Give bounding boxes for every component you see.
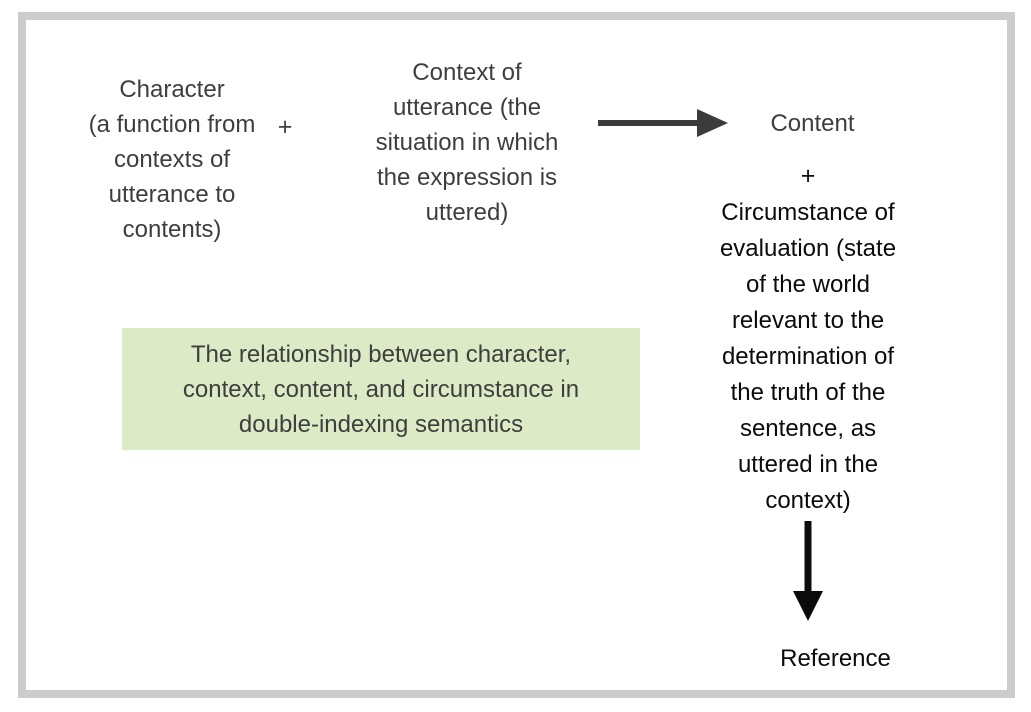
right-arrow-icon (598, 109, 728, 137)
text-line: context) (765, 487, 851, 514)
text-line: contents) (122, 216, 222, 243)
plus-operator-right: + (800, 162, 816, 190)
plus-operator-top: + (277, 113, 293, 141)
text-line: Context of (412, 59, 522, 86)
text-line: utterance (the (392, 94, 542, 121)
character-block: Character (a function from contexts of u… (57, 72, 287, 247)
caption-line: The relationship between character, (190, 340, 572, 368)
text-line: uttered in the (737, 451, 879, 478)
content-label: Content (770, 110, 855, 137)
text-line: relevant to the (731, 307, 885, 334)
circumstance-block: Circumstance of evaluation (state of the… (683, 195, 933, 519)
text-line: of the world (745, 271, 871, 298)
caption-line: context, content, and circumstance in (182, 375, 580, 403)
reference-label: Reference (780, 645, 891, 672)
text-line: Character (119, 76, 225, 103)
text-line: (a function from (88, 111, 256, 138)
text-line: sentence, as (739, 415, 877, 442)
text-line: situation in which (375, 129, 559, 156)
context-block: Context of utterance (the situation in w… (352, 55, 582, 230)
text-line: contexts of (113, 146, 231, 173)
text-line: uttered) (425, 199, 509, 226)
caption-line: double-indexing semantics (238, 410, 524, 438)
text-line: the expression is (376, 164, 558, 191)
text-line: utterance to (108, 181, 236, 208)
text-line: the truth of the (730, 379, 886, 406)
caption-box: The relationship between character, cont… (122, 328, 640, 450)
text-line: determination of (721, 343, 895, 370)
text-line: evaluation (state (719, 235, 897, 262)
text-line: Circumstance of (721, 199, 895, 226)
down-arrow-icon (793, 521, 823, 621)
